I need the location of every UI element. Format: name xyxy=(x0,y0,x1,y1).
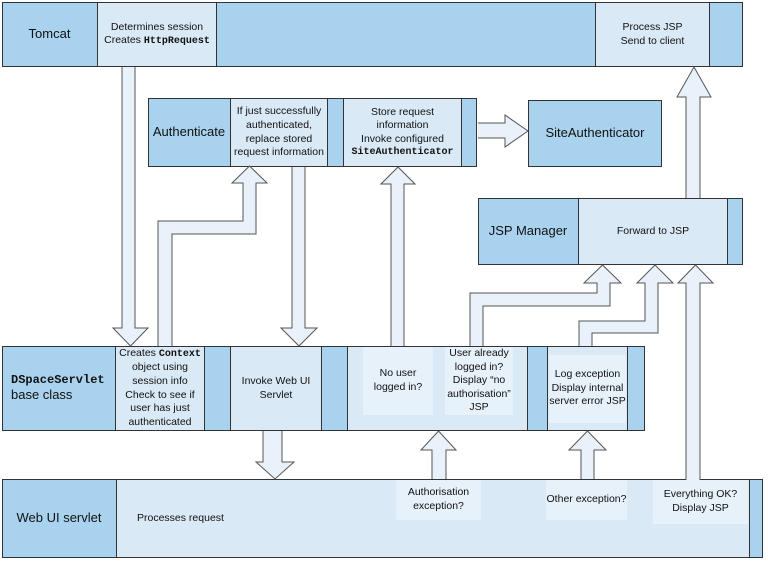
httprequest-code: HttpRequest xyxy=(143,36,210,48)
process-jsp-line2: Send to client xyxy=(620,34,685,47)
context-code: Context xyxy=(158,349,201,361)
user-already-box: User already logged in? Display “no auth… xyxy=(445,347,513,415)
log-exception-text: Log exception Display internal server er… xyxy=(549,368,626,408)
user-already-text: User already logged in? Display “no auth… xyxy=(447,346,511,414)
determines-session-line1: Determines session xyxy=(110,20,204,33)
arrow-authenticate-to-invoke xyxy=(279,167,319,347)
arrow-invoke-to-webui xyxy=(254,431,296,480)
store-request-line1: Store request information xyxy=(370,105,435,132)
forward-to-jsp-box: Forward to JSP xyxy=(578,198,728,265)
arrow-authenticate-to-siteauthenticator xyxy=(478,114,529,148)
everything-ok-box: Everything OK? Display JSP xyxy=(653,480,748,524)
processes-request-text: Processes request xyxy=(137,511,224,524)
log-exception-box: Log exception Display internal server er… xyxy=(547,346,628,431)
authenticate-label-text: Authenticate xyxy=(152,124,226,140)
determines-session-line2: Creates HttpRequest xyxy=(104,34,210,48)
creates-context-box: Creates Context object using session inf… xyxy=(115,346,205,431)
process-jsp-line1: Process JSP xyxy=(622,20,683,33)
authorisation-exception-text: Authorisation exception? xyxy=(407,486,470,512)
creates-text: Creates xyxy=(104,34,144,47)
process-jsp-box: Process JSP Send to client xyxy=(595,2,710,67)
webui-label: Web UI servlet xyxy=(2,479,116,558)
arrow-logexception-to-forward xyxy=(578,264,675,346)
other-exception-box: Other exception? xyxy=(546,480,627,520)
creates-context-rest: object using session info Check to see i… xyxy=(125,361,195,428)
invoke-webui-text: Invoke Web UI Servlet xyxy=(241,374,311,401)
siteauthenticator-code: SiteAuthenticator xyxy=(351,147,454,159)
forward-to-jsp-text: Forward to JSP xyxy=(616,224,690,237)
log-exception-inner: Log exception Display internal server er… xyxy=(549,354,626,423)
no-user-box: No user logged in? xyxy=(363,347,433,415)
arrow-context-to-authenticate xyxy=(157,165,269,346)
webui-label-text: Web UI servlet xyxy=(16,510,102,526)
tomcat-label-text: Tomcat xyxy=(28,26,71,42)
arrow-useralready-to-forward xyxy=(469,264,623,346)
auth-replace-text: If just successfully authenticated, repl… xyxy=(234,105,324,159)
jsp-manager-label-text: JSP Manager xyxy=(488,223,568,239)
invoke-webui-box: Invoke Web UI Servlet xyxy=(230,346,322,431)
jsp-manager-label: JSP Manager xyxy=(478,198,578,265)
store-request-line2: Invoke configured xyxy=(361,132,444,145)
authorisation-exception-box: Authorisation exception? xyxy=(396,480,481,520)
tomcat-label: Tomcat xyxy=(2,2,97,67)
other-exception-text: Other exception? xyxy=(546,493,627,506)
determines-session-box: Determines session Creates HttpRequest xyxy=(97,2,217,67)
arrow-everythingok-to-forward xyxy=(676,264,715,480)
everything-ok-text: Everything OK? Display JSP xyxy=(663,488,738,514)
dspaceservlet-band xyxy=(2,346,645,431)
arrow-otherexception-to-dspace xyxy=(567,430,608,479)
creates-context-text: Creates Context object using session inf… xyxy=(117,347,203,429)
dspaceservlet-rest: base class xyxy=(11,387,73,403)
arrow-authexception-to-dspace xyxy=(419,430,458,479)
authenticate-label: Authenticate xyxy=(148,98,230,167)
store-request-box: Store request information Invoke configu… xyxy=(343,98,462,167)
dspaceservlet-label: DSpaceServlet base class xyxy=(2,346,115,431)
arrow-session-to-context xyxy=(111,67,150,347)
siteauthenticator-text: SiteAuthenticator xyxy=(545,125,645,141)
auth-replace-box: If just successfully authenticated, repl… xyxy=(230,98,328,167)
arrow-nouser-to-store xyxy=(379,166,417,346)
dspaceservlet-code: DSpaceServlet xyxy=(11,373,105,388)
arrow-forward-to-processjsp xyxy=(676,65,712,198)
creates-context-prefix: Creates xyxy=(119,347,159,360)
no-user-text: No user logged in? xyxy=(373,367,423,393)
siteauthenticator-box: SiteAuthenticator xyxy=(528,100,662,167)
